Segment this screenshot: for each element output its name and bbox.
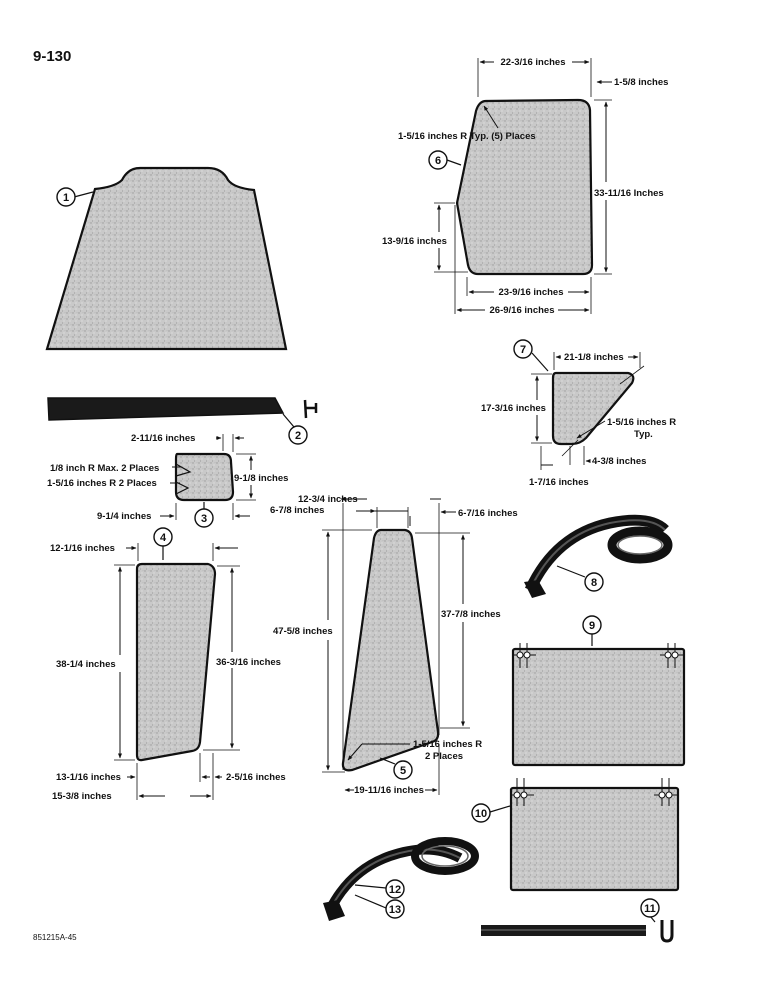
part-1-panel: 1 (45, 166, 288, 351)
dim-7-radius: 1-5/16 inches R (607, 417, 676, 428)
callout-7 (513, 339, 533, 359)
dim-6-radius: 1-5/16 inches R Typ. (5) Places (398, 131, 536, 142)
part-7-glass: 7 21-1/8 inches 17-3/16 inches 1-5/16 in… (481, 339, 676, 488)
part-4-glass: 4 12-1/16 inches 38-1/4 inches 36-3/16 i… (50, 527, 286, 802)
callout-1-label: 1 (63, 192, 69, 204)
callout-6-label: 6 (435, 155, 441, 167)
dim-6-height: 33-11/16 Inches (594, 188, 664, 199)
part-6-glass: 22-3/16 inches 1-5/8 inches 1-5/16 inche… (382, 57, 668, 316)
part-2-seal-strip: 2 (47, 397, 318, 445)
dim-7-top: 21-1/8 inches (564, 352, 624, 363)
part-9-glass: 9 (511, 615, 686, 767)
callout-2-label: 2 (295, 430, 301, 442)
dim-5-right: 37-7/8 inches (441, 609, 501, 620)
dim-5-radius-places: 2 Places (425, 751, 463, 762)
dim-5-left: 47-5/8 inches (273, 626, 333, 637)
dim-6-left: 13-9/16 inches (382, 236, 447, 247)
dim-6-top: 22-3/16 inches (501, 57, 566, 68)
callout-7-label: 7 (520, 344, 526, 356)
dim-7-offset: 1-7/16 inches (529, 477, 589, 488)
dim-3-height: 9-1/8 inches (234, 473, 288, 484)
part-3-glass: 2-11/16 inches 1/8 inch R Max. 2 Places … (47, 433, 288, 528)
callout-11-label: 11 (644, 903, 656, 915)
dim-4-left: 38-1/4 inches (56, 659, 116, 670)
dim-7-bottom: 4-3/8 inches (592, 456, 646, 467)
callout-12-label: 12 (389, 884, 401, 896)
callout-2 (288, 425, 308, 445)
part-10-glass: 10 (471, 778, 680, 892)
callout-3-label: 3 (201, 513, 207, 525)
callout-4 (153, 527, 173, 547)
part-12-13-seal: 12 13 (323, 837, 479, 921)
figure-id: 851215A-45 (33, 933, 77, 942)
dim-4-bottom: 13-1/16 inches (56, 772, 121, 783)
callout-8-label: 8 (591, 577, 597, 589)
dim-7-height: 17-3/16 inches (481, 403, 546, 414)
callout-12 (385, 879, 405, 899)
dim-7-radius-typ: Typ. (634, 429, 653, 440)
dim-3-radius: 1-5/16 inches R 2 Places (47, 478, 157, 489)
dim-4-overall: 15-3/8 inches (52, 791, 112, 802)
dim-6-bottom: 23-9/16 inches (499, 287, 564, 298)
callout-6 (428, 150, 448, 170)
dim-6-overall: 26-9/16 inches (490, 305, 555, 316)
callout-13-label: 13 (389, 904, 401, 916)
part-11-channel: 11 (481, 898, 674, 943)
callout-5-label: 5 (400, 765, 406, 777)
callout-10-label: 10 (475, 808, 487, 820)
callout-13 (385, 899, 405, 919)
callout-9-label: 9 (589, 620, 595, 632)
callout-8 (584, 572, 604, 592)
page-number: 9-130 (33, 48, 71, 65)
callout-5 (393, 760, 413, 780)
dim-5-radius: 1-5/16 inches R (413, 739, 482, 750)
dim-4-right: 36-3/16 inches (216, 657, 281, 668)
dim-4-top: 12-1/16 inches (50, 543, 115, 554)
callout-4-label: 4 (160, 532, 167, 544)
dim-3-top: 2-11/16 inches (131, 433, 195, 444)
dim-5-bottom: 19-11/16 inches (354, 785, 424, 796)
callout-3 (194, 508, 214, 528)
callout-10 (471, 803, 491, 823)
part-8-weatherstrip: 8 (524, 514, 673, 598)
dim-4-offset: 2-5/16 inches (226, 772, 286, 783)
callout-9 (582, 615, 602, 635)
callout-1 (56, 187, 76, 207)
part-5-glass: 12-3/4 inches 6-7/8 inches 6-7/16 inches… (270, 494, 518, 796)
dim-3-radius-max: 1/8 inch R Max. 2 Places (50, 463, 159, 474)
dim-5-top-right: 6-7/16 inches (458, 508, 518, 519)
dim-5-top: 12-3/4 inches (298, 494, 358, 505)
dim-3-width: 9-1/4 inches (97, 511, 151, 522)
callout-11 (640, 898, 660, 918)
dim-5-top-left: 6-7/8 inches (270, 505, 324, 516)
dim-6-corner: 1-5/8 inches (614, 77, 668, 88)
